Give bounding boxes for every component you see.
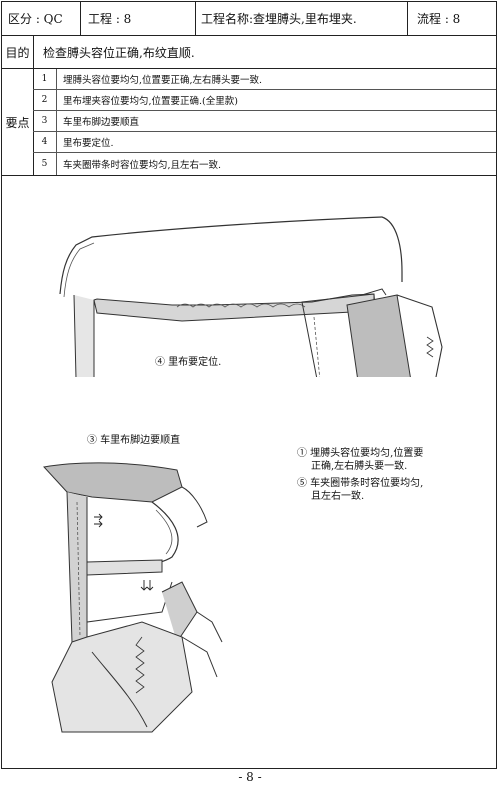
annotation-1-line2: 正确,左右膊头要一致. xyxy=(311,461,408,472)
zone-cell: 区分 : QC xyxy=(2,2,80,35)
process-no-cell: 工程 : 8 xyxy=(80,2,195,35)
annotation-4: ④ 里布要定位. xyxy=(155,357,222,368)
lining-diagram xyxy=(59,216,443,377)
qc-sheet: 区分 : QC 工程 : 8 工程名称:查埋膊头,里布埋夹. 流程 : 8 目的… xyxy=(1,1,497,769)
annotation-5-line1: ⑤ 车夹圈带条时容位要均匀, xyxy=(297,478,424,489)
header-row: 区分 : QC 工程 : 8 工程名称:查埋膊头,里布埋夹. 流程 : 8 xyxy=(2,2,496,36)
point-item: 2 里布埋夹容位要均匀,位置要正确.(全里款) xyxy=(33,90,496,111)
flow-text: 流程 : 8 xyxy=(417,12,461,26)
point-item: 1 埋膊头容位要均匀,位置要正确,左右膊头要一致. xyxy=(33,69,496,90)
process-name-cell: 工程名称:查埋膊头,里布埋夹. xyxy=(195,2,407,35)
process-name-text: 工程名称:查埋膊头,里布埋夹. xyxy=(201,12,357,26)
points-label: 要点 xyxy=(5,115,30,130)
point-item: 4 里布要定位. xyxy=(33,132,496,153)
purpose-label: 目的 xyxy=(5,45,30,60)
purpose-row: 目的 检查膊头容位正确,布纹直顺. xyxy=(2,36,496,69)
points-block: 要点 1 埋膊头容位要均匀,位置要正确,左右膊头要一致. 2 里布埋夹容位要均匀… xyxy=(2,69,496,176)
armhole-diagram xyxy=(43,462,223,733)
zone-text: 区分 : QC xyxy=(8,12,63,26)
flow-cell: 流程 : 8 xyxy=(407,2,497,35)
annotation-1-line1: ① 埋膊头容位要均匀,位置要 xyxy=(297,448,424,459)
page-number: - 8 - xyxy=(238,770,262,784)
point-item: 3 车里布脚边要顺直 xyxy=(33,111,496,132)
process-no-text: 工程 : 8 xyxy=(88,12,132,26)
annotation-5-line2: 且左右一致. xyxy=(311,491,365,502)
annotation-3: ③ 车里布脚边要顺直 xyxy=(87,435,181,446)
point-item: 5 车夹圈带条时容位要均匀,且左右一致. xyxy=(33,153,496,175)
purpose-text: 检查膊头容位正确,布纹直顺. xyxy=(43,45,195,60)
